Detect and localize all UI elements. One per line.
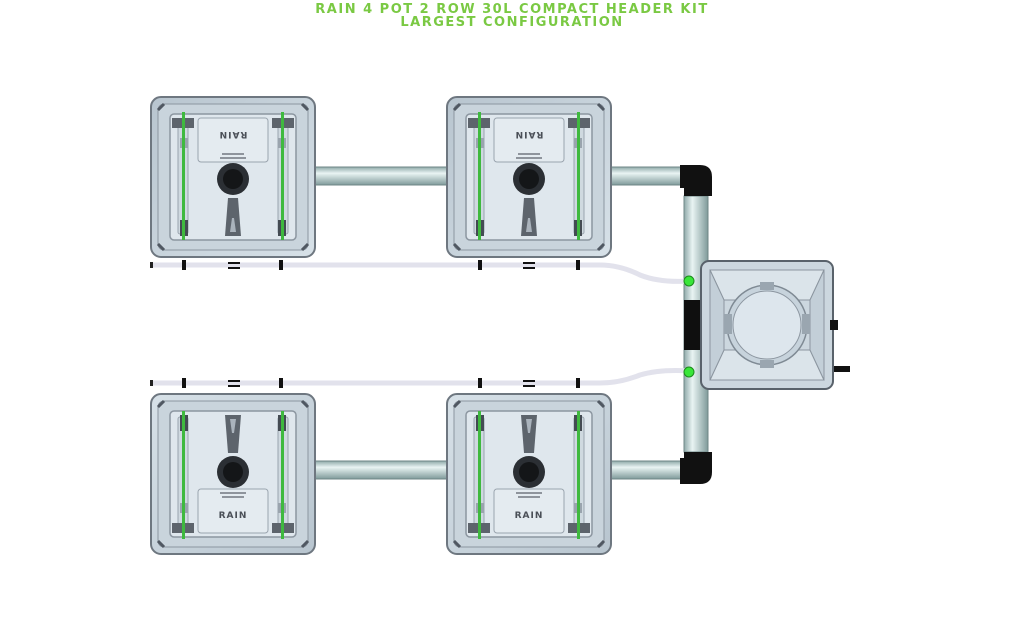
control-tank	[700, 260, 850, 390]
elbow-bottom	[680, 452, 712, 484]
feed-line-top	[152, 262, 691, 284]
pipe-top-middle	[312, 166, 454, 186]
pot-bottom-right: RAIN	[446, 393, 612, 555]
elbow-top	[680, 165, 712, 196]
pot-bottom-left: RAIN	[150, 393, 316, 555]
pot-brand-label: RAIN	[219, 511, 248, 521]
pot-brand-label: RAIN	[515, 129, 544, 139]
pot-top-right: RAIN	[446, 96, 612, 258]
valve-bottom	[683, 366, 695, 378]
pipe-bottom-middle	[312, 460, 454, 480]
title-line-2: LARGEST CONFIGURATION	[400, 15, 624, 30]
pipe-top-right	[609, 166, 685, 186]
pot-brand-label: RAIN	[219, 129, 248, 139]
feed-fittings-bottom	[182, 378, 580, 388]
pot-top-left: RAIN	[150, 96, 316, 258]
feed-line-top-end	[150, 262, 153, 268]
title-line-1: RAIN 4 POT 2 ROW 30L COMPACT HEADER KIT	[315, 2, 709, 17]
feed-line-bottom-end	[150, 380, 153, 386]
diagram-title: RAIN 4 POT 2 ROW 30L COMPACT HEADER KIT …	[0, 0, 1024, 29]
tank-side-fitting	[830, 320, 838, 330]
feed-fittings-top	[182, 260, 580, 270]
pot-brand-label: RAIN	[515, 511, 544, 521]
feed-line-bottom	[152, 368, 691, 386]
tank-outlet-fitting	[834, 366, 850, 372]
valve-top	[683, 275, 695, 287]
pipe-bottom-right	[609, 460, 685, 480]
